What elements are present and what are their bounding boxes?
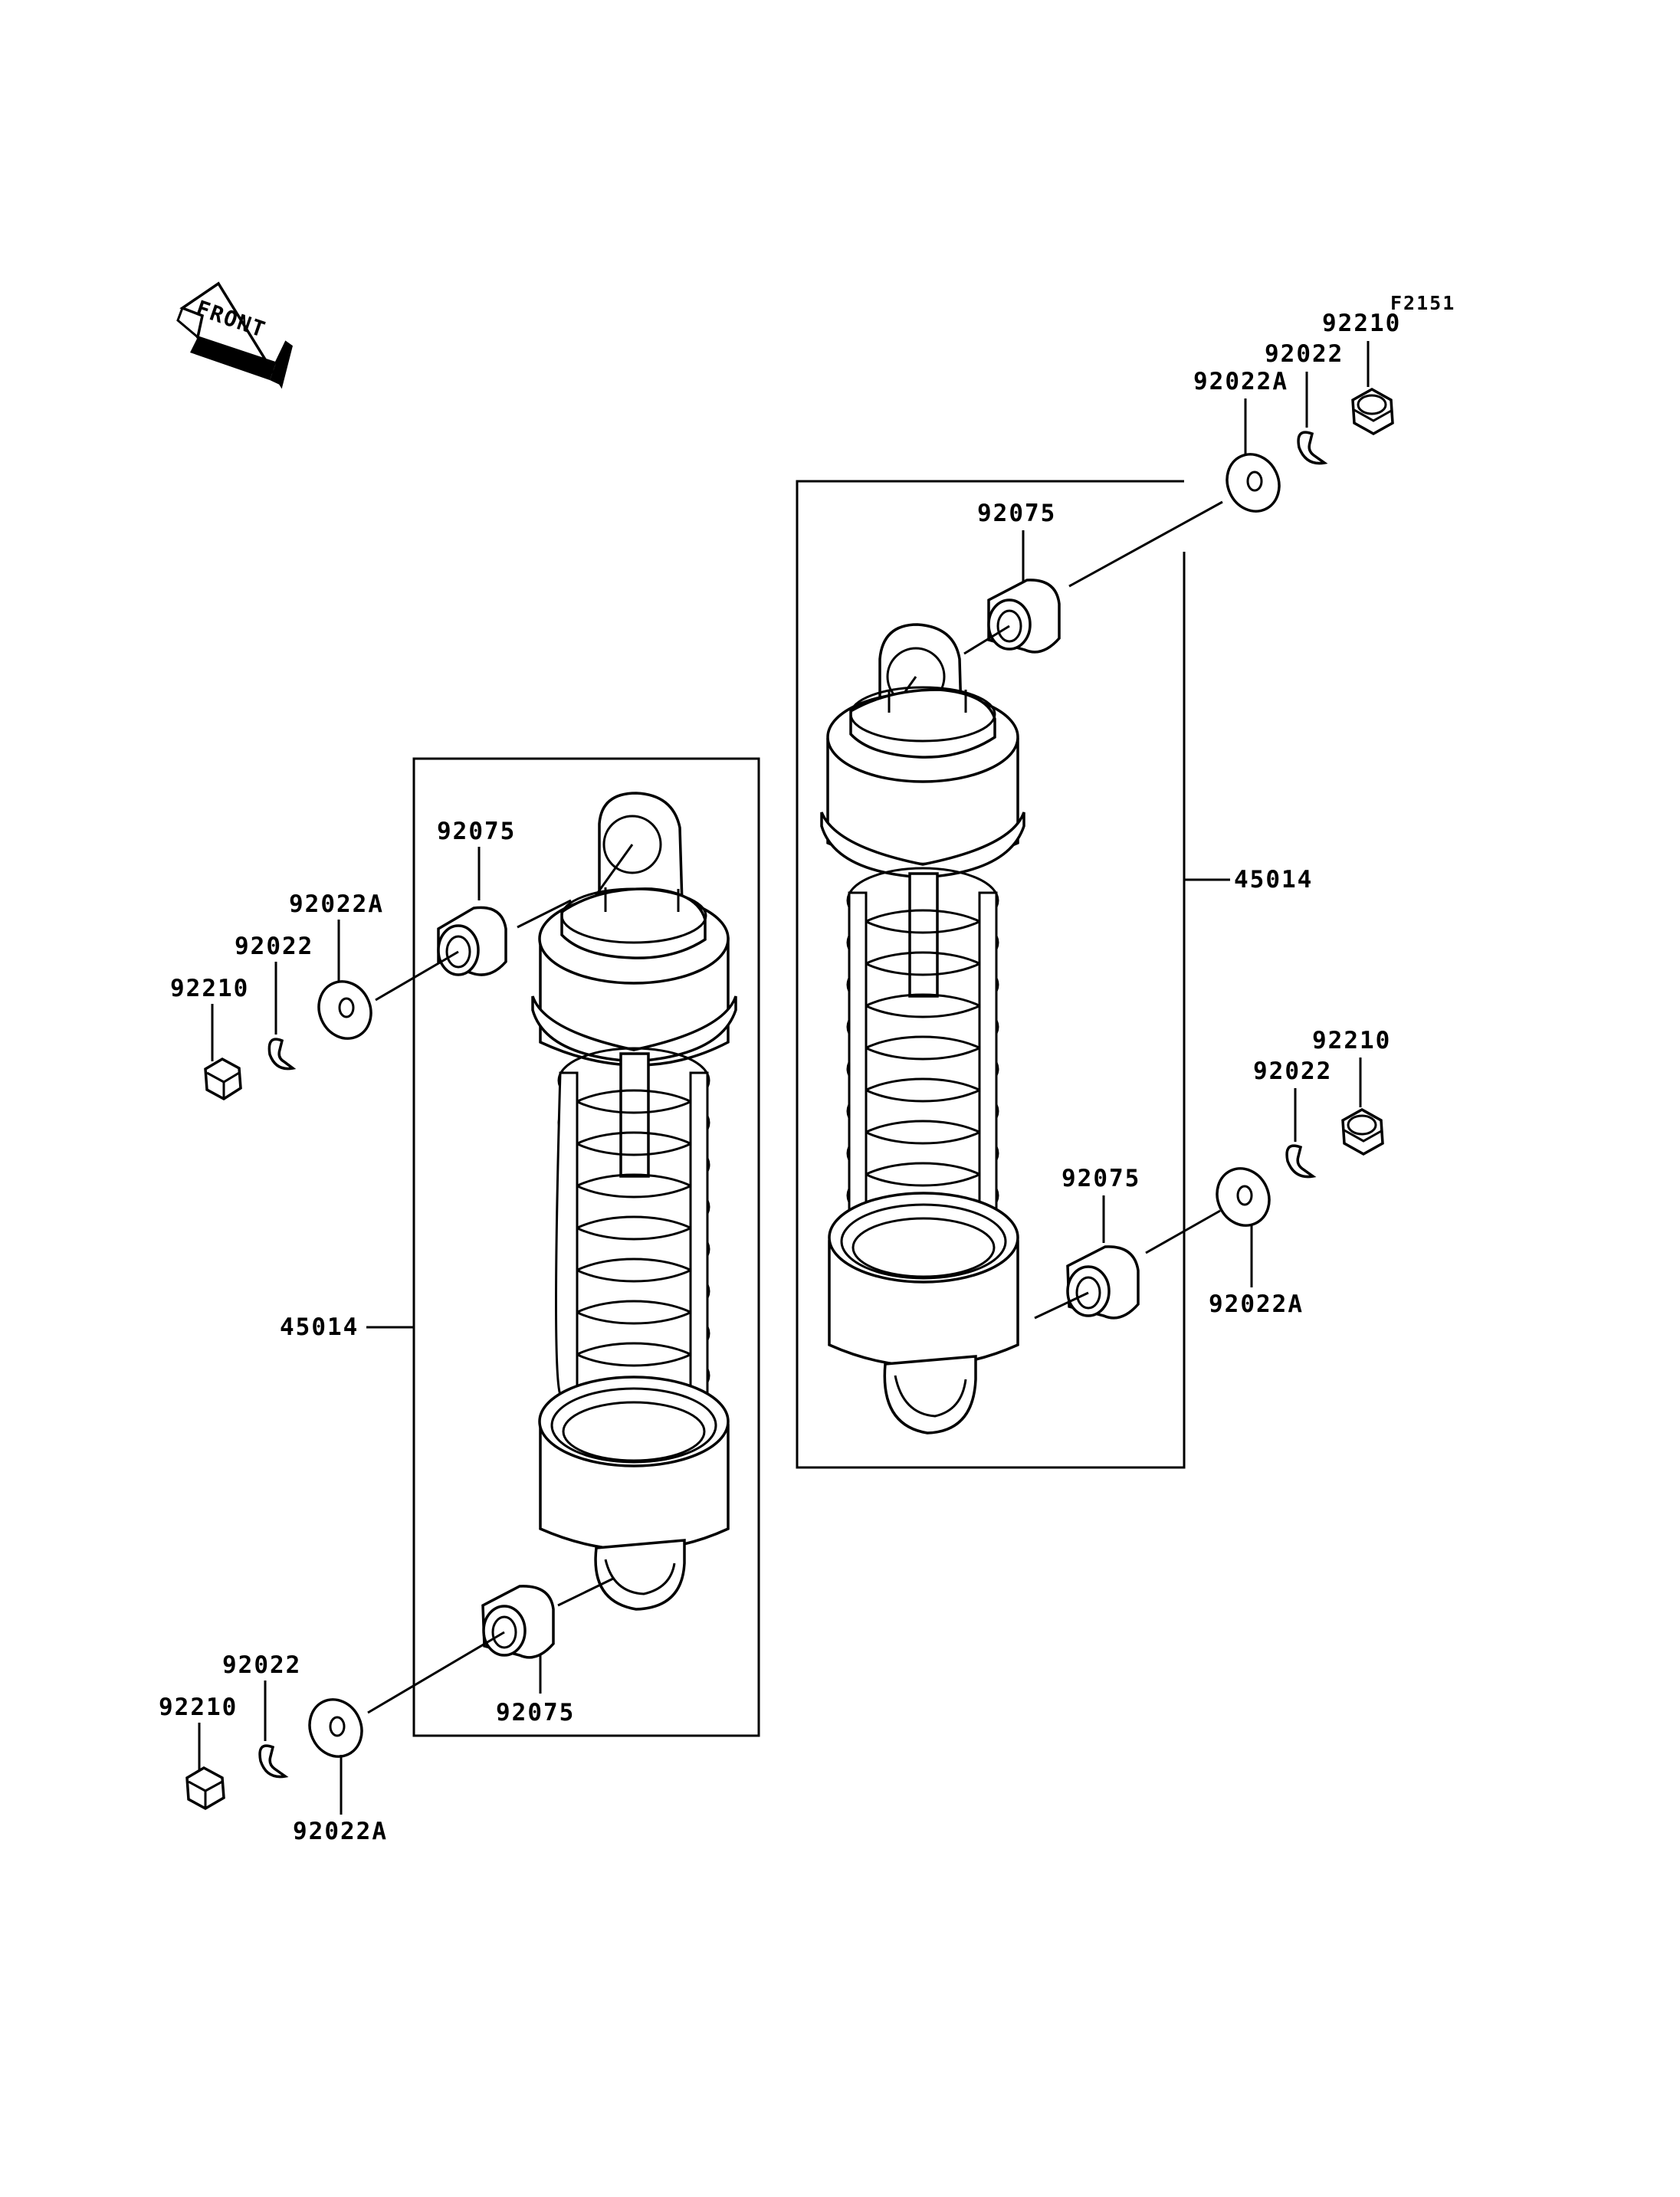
- label-left-top-nut: 92210: [170, 975, 249, 1002]
- left-bottom-clip: [258, 1744, 289, 1779]
- label-left-assembly: 45014: [280, 1313, 359, 1341]
- label-right-bottom-washer: 92022A: [1209, 1290, 1304, 1318]
- left-top-leader: [375, 950, 459, 1002]
- right-top-washer: [1226, 453, 1281, 513]
- left-top-flange: [531, 995, 737, 1063]
- right-top-cap: [826, 686, 1019, 866]
- label-left-bottom-nut: 92210: [159, 1694, 238, 1721]
- right-top-nut: [1351, 387, 1394, 436]
- right-shock-assembly: 92075 92022A 92022 92210 45014: [796, 310, 1401, 1469]
- label-right-bottom-clip: 92022: [1253, 1058, 1332, 1085]
- right-top-flange: [820, 812, 1025, 879]
- right-bottom-collar: [828, 1192, 1019, 1368]
- left-shock-assembly: 92075 92022A 92022 92210 45014 92075 920…: [159, 757, 760, 1845]
- right-bottom-eye: [883, 1355, 977, 1435]
- label-right-bottom-nut: 92210: [1312, 1027, 1391, 1054]
- left-top-nut: [204, 1057, 242, 1101]
- label-right-top-nut: 92210: [1322, 310, 1401, 337]
- left-top-cap: [538, 887, 730, 1067]
- right-assembly-bracket: [796, 480, 1186, 1469]
- right-top-bushing: [987, 579, 1061, 654]
- right-spring: [846, 867, 999, 1229]
- label-left-top-clip: 92022: [235, 933, 313, 960]
- figure-code: F2151: [1390, 292, 1455, 314]
- left-top-clip: [267, 1038, 297, 1071]
- label-right-top-washer: 92022A: [1193, 368, 1288, 395]
- left-assembly-bracket: [412, 757, 760, 1737]
- label-left-bottom-washer: 92022A: [293, 1818, 388, 1845]
- left-bottom-nut: [185, 1766, 225, 1811]
- label-left-bottom-bushing: 92075: [496, 1699, 575, 1726]
- left-bottom-washer: [308, 1698, 363, 1758]
- label-left-top-washer: 92022A: [289, 890, 384, 918]
- left-bottom-collar: [538, 1376, 730, 1552]
- left-top-washer: [317, 980, 372, 1040]
- label-right-top-clip: 92022: [1265, 340, 1344, 368]
- left-top-eye: [590, 792, 684, 906]
- right-bottom-washer: [1216, 1167, 1271, 1227]
- right-bottom-nut: [1341, 1107, 1384, 1156]
- left-bottom-eye: [594, 1539, 686, 1611]
- label-right-top-bushing: 92075: [977, 500, 1056, 527]
- label-left-top-bushing: 92075: [437, 818, 516, 845]
- left-spring: [555, 1047, 710, 1409]
- front-arrow-icon: FRONT: [176, 281, 293, 389]
- label-right-assembly: 45014: [1234, 866, 1313, 894]
- right-bottom-bushing: [1066, 1245, 1140, 1320]
- label-right-bottom-bushing: 92075: [1061, 1165, 1140, 1192]
- right-bottom-clip: [1285, 1144, 1317, 1179]
- left-bottom-bushing: [481, 1585, 555, 1659]
- left-top-bushing: [437, 906, 507, 976]
- label-left-bottom-clip: 92022: [222, 1651, 301, 1679]
- right-top-clip: [1297, 431, 1328, 465]
